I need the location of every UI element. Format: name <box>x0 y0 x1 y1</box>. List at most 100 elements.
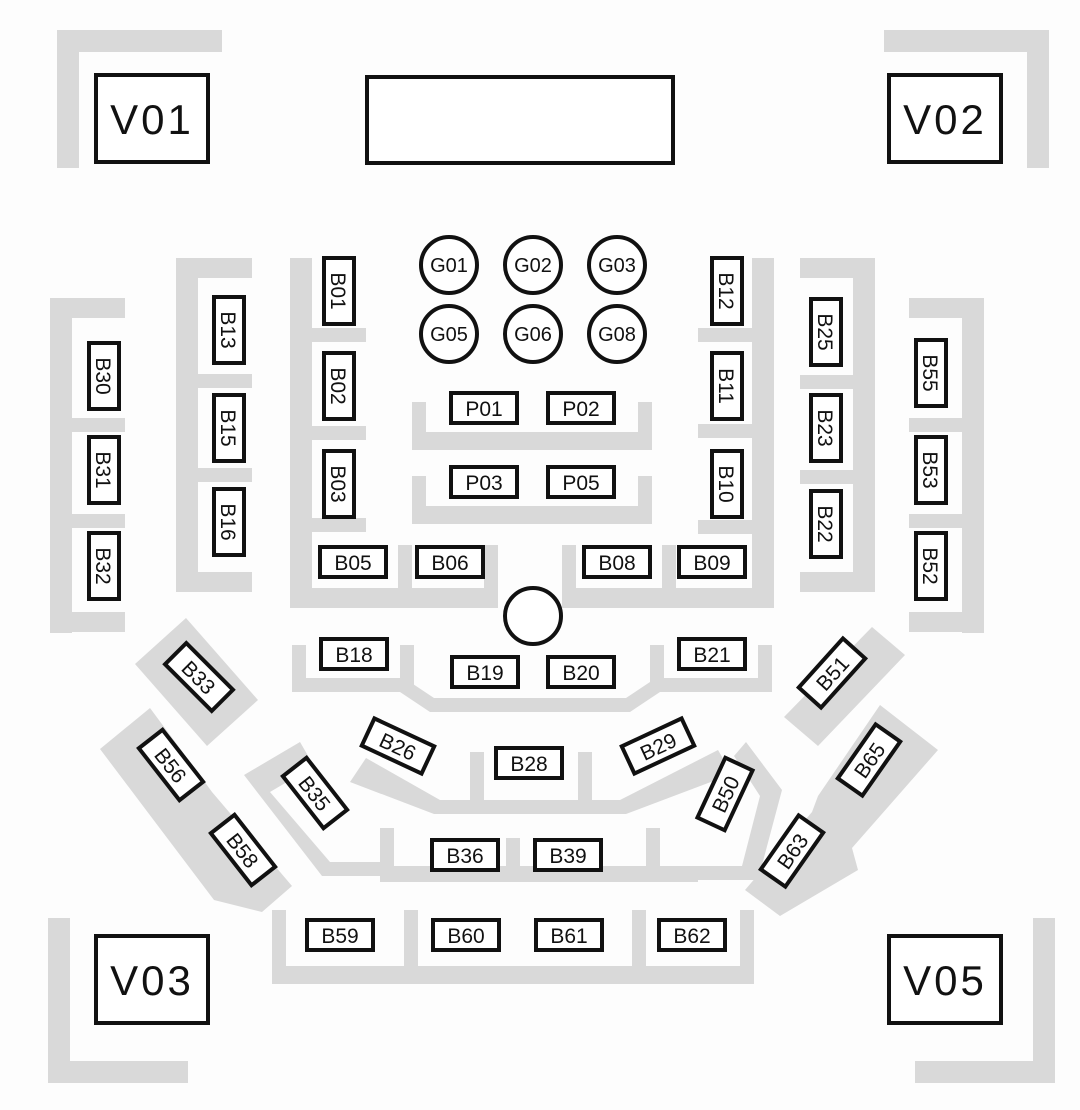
booth-b39[interactable]: B39 <box>533 838 603 872</box>
booth-b52[interactable]: B52 <box>914 531 948 601</box>
center-circle <box>503 586 563 646</box>
booth-b09[interactable]: B09 <box>677 545 747 579</box>
booth-label: B30 <box>91 357 114 394</box>
booth-label: B08 <box>598 552 635 575</box>
table-g03[interactable]: G03 <box>587 235 647 295</box>
booth-label: B60 <box>447 925 484 948</box>
booth-b61[interactable]: B61 <box>534 918 604 952</box>
booth-label: B01 <box>326 272 349 309</box>
bracket-top-right-h <box>884 30 1049 52</box>
booth-label: B18 <box>335 644 372 667</box>
bracket-top-left-h <box>57 30 222 52</box>
booth-b06[interactable]: B06 <box>415 545 485 579</box>
table-label: G05 <box>430 324 468 346</box>
booths-horizontal: P01 P02 P03 P05 B05 B06 B08 B09 B18 B19 … <box>305 391 747 952</box>
booth-label: B06 <box>431 552 468 575</box>
booth-label: P01 <box>465 398 502 421</box>
booth-label: B23 <box>813 409 836 446</box>
vip-label: V01 <box>110 96 194 143</box>
table-label: G08 <box>598 324 636 346</box>
vip-v01[interactable]: V01 <box>94 73 210 164</box>
booth-b15[interactable]: B15 <box>212 393 246 463</box>
booth-b65[interactable]: B65 <box>834 721 904 799</box>
booth-label: B22 <box>813 505 836 542</box>
booth-label: B02 <box>326 367 349 404</box>
table-g08[interactable]: G08 <box>587 304 647 364</box>
booth-label: B55 <box>918 354 941 391</box>
booth-b59[interactable]: B59 <box>305 918 375 952</box>
booth-b29[interactable]: B29 <box>619 715 697 777</box>
booth-b19[interactable]: B19 <box>450 655 520 689</box>
booth-p05[interactable]: P05 <box>546 465 616 499</box>
booth-b53[interactable]: B53 <box>914 435 948 505</box>
booth-b33[interactable]: B33 <box>162 640 236 714</box>
bracket-top-right-v <box>1027 30 1049 168</box>
booth-b20[interactable]: B20 <box>546 655 616 689</box>
booth-b18[interactable]: B18 <box>319 637 389 671</box>
booth-label: B53 <box>918 451 941 488</box>
booth-label: B16 <box>216 503 239 540</box>
booth-p02[interactable]: P02 <box>546 391 616 425</box>
table-g05[interactable]: G05 <box>419 304 479 364</box>
booth-label: B15 <box>216 409 239 446</box>
vip-v02[interactable]: V02 <box>887 73 1003 164</box>
corner-brackets <box>48 30 1055 1083</box>
booth-p03[interactable]: P03 <box>449 465 519 499</box>
booth-label: B12 <box>714 272 737 309</box>
table-g06[interactable]: G06 <box>503 304 563 364</box>
booth-b03[interactable]: B03 <box>322 449 356 519</box>
booth-label: B36 <box>446 845 483 868</box>
booth-label: B19 <box>466 662 503 685</box>
booth-label: B32 <box>91 547 114 584</box>
booth-label: B61 <box>550 925 587 948</box>
booth-b21[interactable]: B21 <box>677 637 747 671</box>
booth-b25[interactable]: B25 <box>809 297 843 367</box>
booth-b22[interactable]: B22 <box>809 489 843 559</box>
booth-b23[interactable]: B23 <box>809 393 843 463</box>
booth-b31[interactable]: B31 <box>87 435 121 505</box>
booth-b12[interactable]: B12 <box>710 256 744 326</box>
booth-b50[interactable]: B50 <box>694 755 756 833</box>
booth-b62[interactable]: B62 <box>657 918 727 952</box>
booth-b05[interactable]: B05 <box>318 545 388 579</box>
booth-b28[interactable]: B28 <box>494 746 564 780</box>
booth-label: B10 <box>714 465 737 502</box>
booth-b10[interactable]: B10 <box>710 449 744 519</box>
booth-b36[interactable]: B36 <box>430 838 500 872</box>
table-g01[interactable]: G01 <box>419 235 479 295</box>
bracket-bottom-left-h <box>48 1061 188 1083</box>
booth-label: P05 <box>562 472 599 495</box>
booth-label: B62 <box>673 925 710 948</box>
vip-v03[interactable]: V03 <box>94 934 210 1025</box>
booth-label: B28 <box>510 753 547 776</box>
booth-b56[interactable]: B56 <box>136 726 206 804</box>
booth-label: P03 <box>465 472 502 495</box>
booth-b08[interactable]: B08 <box>582 545 652 579</box>
booth-b02[interactable]: B02 <box>322 351 356 421</box>
vip-label: V03 <box>110 957 194 1004</box>
booth-label: B09 <box>693 552 730 575</box>
vip-label: V05 <box>903 957 987 1004</box>
booth-label: B11 <box>714 368 737 404</box>
table-label: G06 <box>514 324 552 346</box>
booth-label: B20 <box>562 662 599 685</box>
booth-b30[interactable]: B30 <box>87 341 121 411</box>
booth-label: P02 <box>562 398 599 421</box>
booth-b01[interactable]: B01 <box>322 256 356 326</box>
booth-b32[interactable]: B32 <box>87 531 121 601</box>
booth-b55[interactable]: B55 <box>914 338 948 408</box>
bracket-bottom-right-h <box>915 1061 1055 1083</box>
table-label: G01 <box>430 255 468 277</box>
booth-label: B39 <box>549 845 586 868</box>
vip-label: V02 <box>903 96 987 143</box>
booth-b16[interactable]: B16 <box>212 487 246 557</box>
booth-b11[interactable]: B11 <box>710 351 744 421</box>
booth-b35[interactable]: B35 <box>280 754 350 832</box>
booth-b60[interactable]: B60 <box>431 918 501 952</box>
vip-v05[interactable]: V05 <box>887 934 1003 1025</box>
table-g02[interactable]: G02 <box>503 235 563 295</box>
table-label: G03 <box>598 255 636 277</box>
booth-b13[interactable]: B13 <box>212 295 246 365</box>
booth-p01[interactable]: P01 <box>449 391 519 425</box>
